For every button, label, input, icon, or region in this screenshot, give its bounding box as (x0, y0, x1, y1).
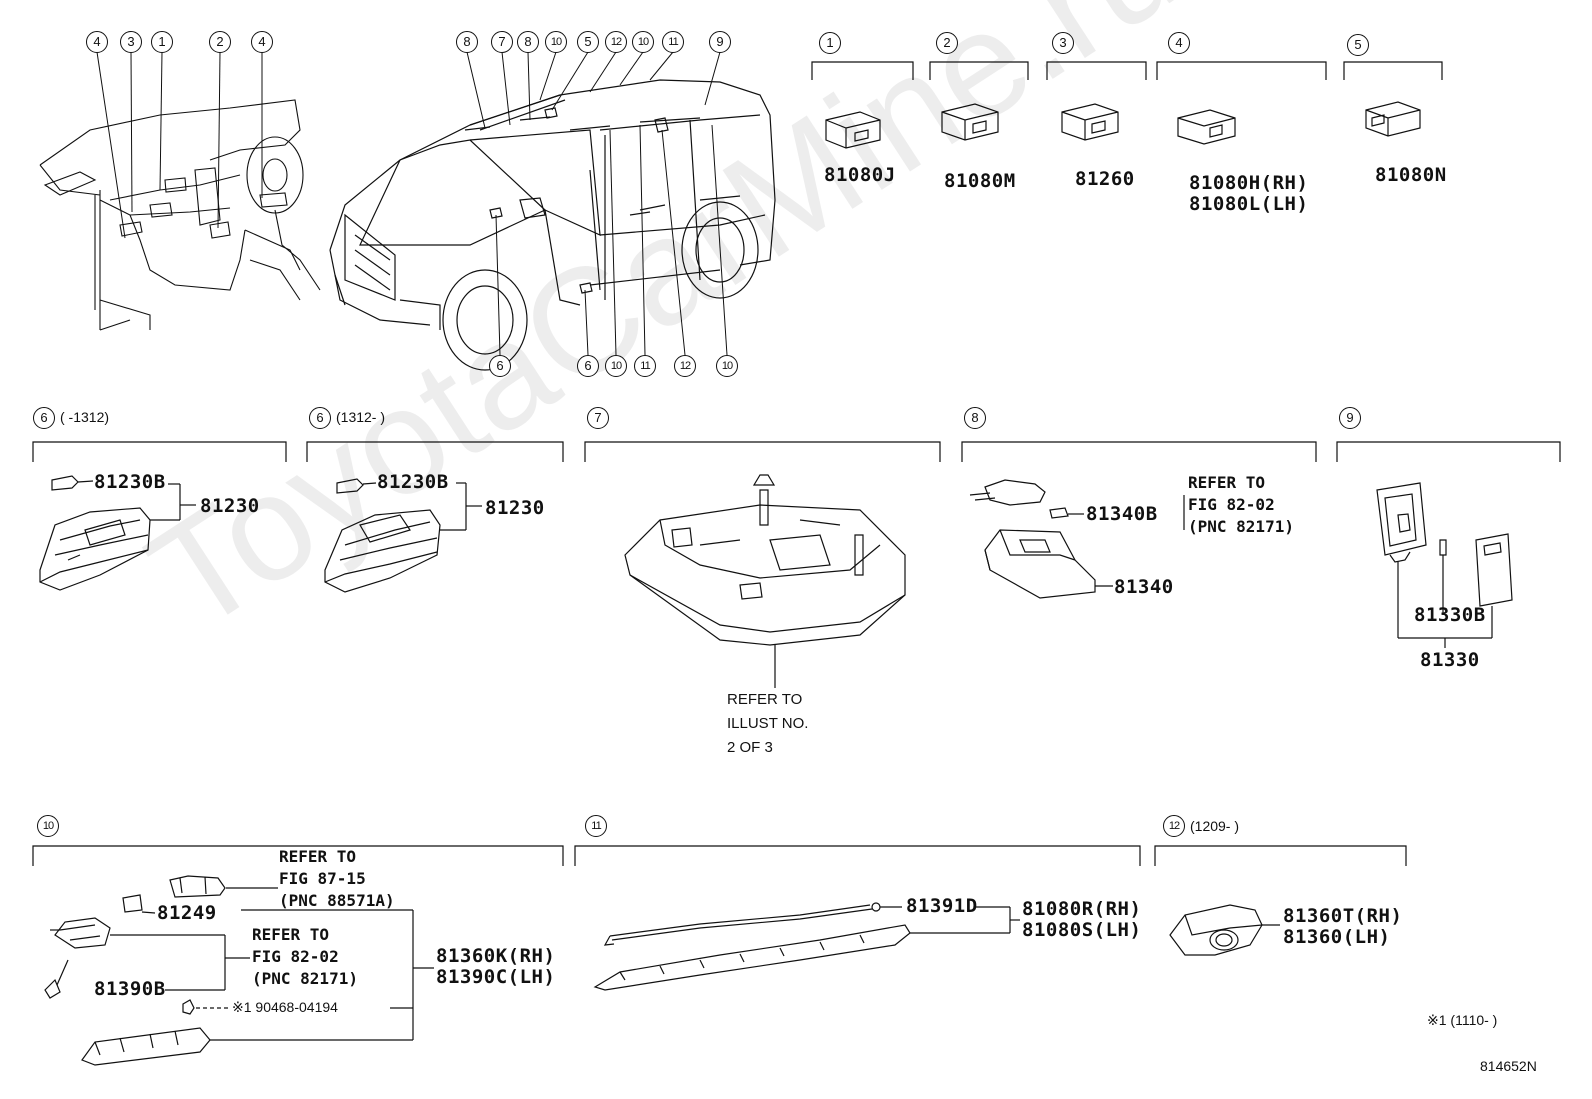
callout-8-roof: 8 (456, 31, 478, 53)
callout-6-bottom-2: 6 (577, 355, 599, 377)
dashboard-leaders (96, 51, 263, 239)
part-81249: 81249 (157, 902, 217, 924)
callout-2-dash: 2 (209, 31, 231, 53)
part-81330: 81330 (1420, 649, 1480, 671)
part-81391D: 81391D (906, 895, 978, 917)
footnote-1: ※1 (1110- ) (1427, 1012, 1498, 1028)
callout-12-roof: 12 (605, 31, 627, 53)
sec6b-note: (1312- ) (336, 409, 386, 425)
part-81340B: 81340B (1086, 503, 1158, 525)
callout-10-bottom: 10 (605, 355, 627, 377)
callout-5-roof: 5 (577, 31, 599, 53)
group-2-number: 2 (936, 32, 958, 54)
sec9-sketch (1376, 482, 1513, 648)
sec8-ref-line3: (PNC 82171) (1188, 517, 1294, 536)
sec6b-sketch (324, 478, 482, 593)
sec6b-number: 6 (309, 407, 331, 429)
callout-11-bottom: 11 (634, 355, 656, 377)
part-81230B-b: 81230B (377, 471, 449, 493)
sec7-sketch (624, 474, 906, 688)
part-81080L-LH: 81080L(LH) (1189, 193, 1309, 215)
callout-7-roof: 7 (491, 31, 513, 53)
diagram-code: 814652N (1480, 1058, 1537, 1074)
part-90468-04194: ※1 90468-04194 (232, 999, 338, 1015)
callout-10-roof-2: 10 (632, 31, 654, 53)
dashboard-illustration (39, 99, 321, 331)
group-1-number: 1 (819, 32, 841, 54)
top-group-brackets (811, 61, 1443, 80)
part-81080S-LH: 81080S(LH) (1022, 919, 1142, 941)
sec10-ref1-line2: FIG 87-15 (279, 869, 366, 888)
callout-4-dash-left: 4 (86, 31, 108, 53)
callout-6-bottom: 6 (489, 355, 511, 377)
callout-9-roof: 9 (709, 31, 731, 53)
part-81340: 81340 (1114, 576, 1174, 598)
part-81080N: 81080N (1375, 164, 1447, 186)
row2-brackets (32, 441, 1561, 462)
vehicle-leaders (466, 51, 728, 356)
sec9-number: 9 (1339, 407, 1361, 429)
sec12-number: 12 (1163, 815, 1185, 837)
sec10-ref2-line3: (PNC 82171) (252, 969, 358, 988)
sec10-sketch (44, 875, 434, 1066)
callout-1-dash: 1 (151, 31, 173, 53)
part-81360T-RH: 81360T(RH) (1283, 905, 1403, 927)
part-81080H-RH: 81080H(RH) (1189, 172, 1309, 194)
sec10-ref2-line2: FIG 82-02 (252, 947, 339, 966)
group-4-number: 4 (1168, 32, 1190, 54)
sec10-ref1-line1: REFER TO (279, 847, 357, 866)
callout-8-roof-2: 8 (517, 31, 539, 53)
sec8-ref-line2: FIG 82-02 (1188, 495, 1275, 514)
callout-12-bottom: 12 (674, 355, 696, 377)
sec11-sketch (593, 902, 1020, 991)
callout-10-roof: 10 (545, 31, 567, 53)
callout-10-bottom-2: 10 (716, 355, 738, 377)
callout-11-roof: 11 (662, 31, 684, 53)
part-81260: 81260 (1075, 168, 1135, 190)
sec8-ref-line1: REFER TO (1188, 473, 1266, 492)
sec6a-note: ( -1312) (60, 409, 110, 425)
sec10-ref2-line1: REFER TO (252, 925, 330, 944)
vehicle-illustration (329, 79, 776, 371)
sec12-note: (1209- ) (1190, 818, 1240, 834)
sec7-number: 7 (587, 407, 609, 429)
group-5-number: 5 (1347, 34, 1369, 56)
sec7-ref-line1: REFER TO (727, 691, 803, 708)
sec10-number: 10 (37, 815, 59, 837)
part-81360-LH: 81360(LH) (1283, 926, 1391, 948)
sec6a-number: 6 (33, 407, 55, 429)
row3-brackets (32, 845, 1407, 866)
sec8-number: 8 (964, 407, 986, 429)
callout-4-dash-right: 4 (251, 31, 273, 53)
connector-sketches (825, 101, 1421, 149)
sec11-number: 11 (585, 815, 607, 837)
part-81330B: 81330B (1414, 604, 1486, 626)
sec7-ref-line2: ILLUST NO. (727, 715, 809, 732)
sec6a-sketch (39, 475, 196, 591)
part-81360K-RH: 81360K(RH) (436, 945, 556, 967)
part-81080J: 81080J (824, 164, 896, 186)
part-81080M: 81080M (944, 170, 1016, 192)
callout-3-dash: 3 (120, 31, 142, 53)
sec7-ref-line3: 2 OF 3 (727, 739, 773, 756)
sec12-sketch (1169, 904, 1280, 956)
part-81390C-LH: 81390C(LH) (436, 966, 556, 988)
part-81390B: 81390B (94, 978, 166, 1000)
sec10-ref1-line3: (PNC 88571A) (279, 891, 395, 910)
sec8-sketch (969, 479, 1185, 599)
part-81230-a: 81230 (200, 495, 260, 517)
group-3-number: 3 (1052, 32, 1074, 54)
part-81080R-RH: 81080R(RH) (1022, 898, 1142, 920)
part-81230B-a: 81230B (94, 471, 166, 493)
part-81230-b: 81230 (485, 497, 545, 519)
